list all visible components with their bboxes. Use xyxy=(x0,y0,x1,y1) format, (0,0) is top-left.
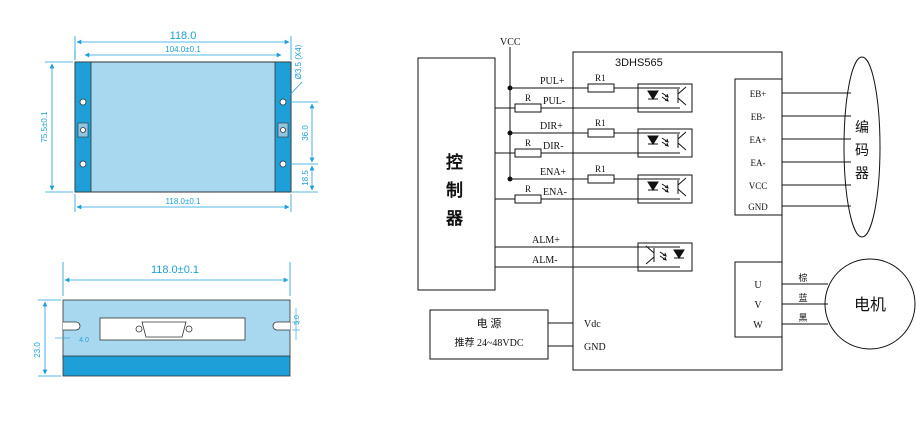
wire-color-label: 蓝 xyxy=(798,292,807,303)
input-label-pul-minus: PUL- xyxy=(543,96,565,107)
mount-hole-icon xyxy=(79,160,87,168)
input-label-ena-minus: ENA- xyxy=(543,187,567,198)
mount-hole-icon xyxy=(279,160,287,168)
resistor-r1-dir xyxy=(587,128,615,138)
encoder-pin-label: EB- xyxy=(751,112,766,122)
motor-pin-label: U xyxy=(754,280,762,291)
db-connector-icon xyxy=(141,321,187,338)
controller-box xyxy=(417,57,496,291)
mount-slot-left xyxy=(63,321,81,331)
motor-label: 电机 xyxy=(854,296,886,314)
resistor-r-pul xyxy=(514,103,542,113)
wiring-diagram xyxy=(417,47,916,371)
dim-bottom-offset: 18.5 xyxy=(301,170,310,186)
motor-pin-label: W xyxy=(753,320,763,331)
dim-height: 75.5±0.1 xyxy=(40,111,49,143)
resistor-label: R xyxy=(525,138,531,148)
side-view-drawing: 118.0±0.1 23.0 4.0 5.0 xyxy=(33,262,301,377)
hole-note: Ø3.5 (X4) xyxy=(294,44,303,79)
vcc-label: VCC xyxy=(500,37,521,48)
encoder-label-char: 码 xyxy=(855,143,869,159)
dim-overall-width: 118.0 xyxy=(170,30,197,42)
alarm-label-minus: ALM- xyxy=(532,255,558,266)
input-label-ena-plus: ENA+ xyxy=(540,167,567,178)
resistor-label: R xyxy=(525,184,531,194)
hole-leader-line xyxy=(285,81,303,100)
encoder-pin-label: EA- xyxy=(751,158,766,168)
power-title: 电 源 xyxy=(477,316,502,330)
encoder-label-char: 器 xyxy=(855,167,869,182)
optocoupler-led-icon xyxy=(647,86,687,106)
power-spec: 推荐 24~48VDC xyxy=(454,336,523,349)
dim-hole-spacing-right: 36.0 xyxy=(301,125,310,141)
encoder-pin-box xyxy=(734,78,783,216)
controller-char: 器 xyxy=(445,209,464,228)
alarm-label-plus: ALM+ xyxy=(532,235,560,246)
resistor-label: R1 xyxy=(595,73,606,83)
resistor-label: R1 xyxy=(595,118,606,128)
screw-icon xyxy=(80,127,86,133)
encoder-pin-label: VCC xyxy=(749,181,768,191)
dim-slot-left: 4.0 xyxy=(79,337,89,344)
dim-bottom-width: 118.0±0.1 xyxy=(166,197,201,206)
motor-pin-box xyxy=(734,261,783,338)
resistor-label: R1 xyxy=(595,164,606,174)
optocoupler-pul xyxy=(637,83,693,113)
power-box xyxy=(429,309,549,360)
input-label-dir-minus: DIR- xyxy=(543,141,564,152)
junction-dot xyxy=(507,130,513,136)
encoder-label-char: 编 xyxy=(855,120,869,136)
optocoupler-ena xyxy=(637,174,693,204)
screw-icon xyxy=(280,127,286,133)
motor-pin-label: V xyxy=(754,300,762,311)
resistor-r-dir xyxy=(514,148,542,158)
encoder-pin-label: EA+ xyxy=(749,135,766,145)
controller-char: 制 xyxy=(446,180,463,200)
mount-hole-icon xyxy=(279,98,287,106)
resistor-r1-ena xyxy=(587,174,615,184)
encoder-pin-label: GND xyxy=(748,202,768,212)
mount-slot-right xyxy=(272,321,290,331)
optocoupler-led-icon xyxy=(647,177,687,197)
wire-color-label: 黑 xyxy=(798,313,807,323)
dim-side-width: 118.0±0.1 xyxy=(151,264,199,276)
connector-screw-icon xyxy=(185,325,193,333)
top-view-drawing: 118.0 104.0±0.1 75.5±0.1 118.0±0.1 36.0 … xyxy=(40,30,318,212)
optocoupler-alarm-icon xyxy=(645,245,685,265)
junction-dot xyxy=(507,176,513,182)
optocoupler-alm xyxy=(637,242,693,272)
connector-screw-icon xyxy=(135,325,143,333)
resistor-r-ena xyxy=(514,194,542,204)
mount-hole-icon xyxy=(79,98,87,106)
driver-model-label: 3DHS565 xyxy=(615,57,663,69)
optocoupler-dir xyxy=(637,128,693,158)
controller-char: 控 xyxy=(446,152,463,172)
power-pin-vdc: Vdc xyxy=(584,319,601,330)
optocoupler-led-icon xyxy=(647,131,687,151)
dim-slot-right: 5.0 xyxy=(294,315,301,325)
wire-color-label: 棕 xyxy=(798,272,807,283)
input-label-dir-plus: DIR+ xyxy=(540,121,563,132)
encoder-pin-label: EB+ xyxy=(750,89,767,99)
resistor-label: R xyxy=(525,93,531,103)
side-view-base xyxy=(62,355,291,377)
top-view-body xyxy=(74,61,292,193)
dim-hole-spacing-width: 104.0±0.1 xyxy=(165,45,201,54)
encoder-ellipse xyxy=(843,56,881,238)
input-label-pul-plus: PUL+ xyxy=(540,76,565,87)
resistor-r1-pul xyxy=(587,83,615,93)
junction-dot xyxy=(507,85,513,91)
power-pin-gnd: GND xyxy=(584,342,606,353)
dim-side-height: 23.0 xyxy=(33,342,42,358)
